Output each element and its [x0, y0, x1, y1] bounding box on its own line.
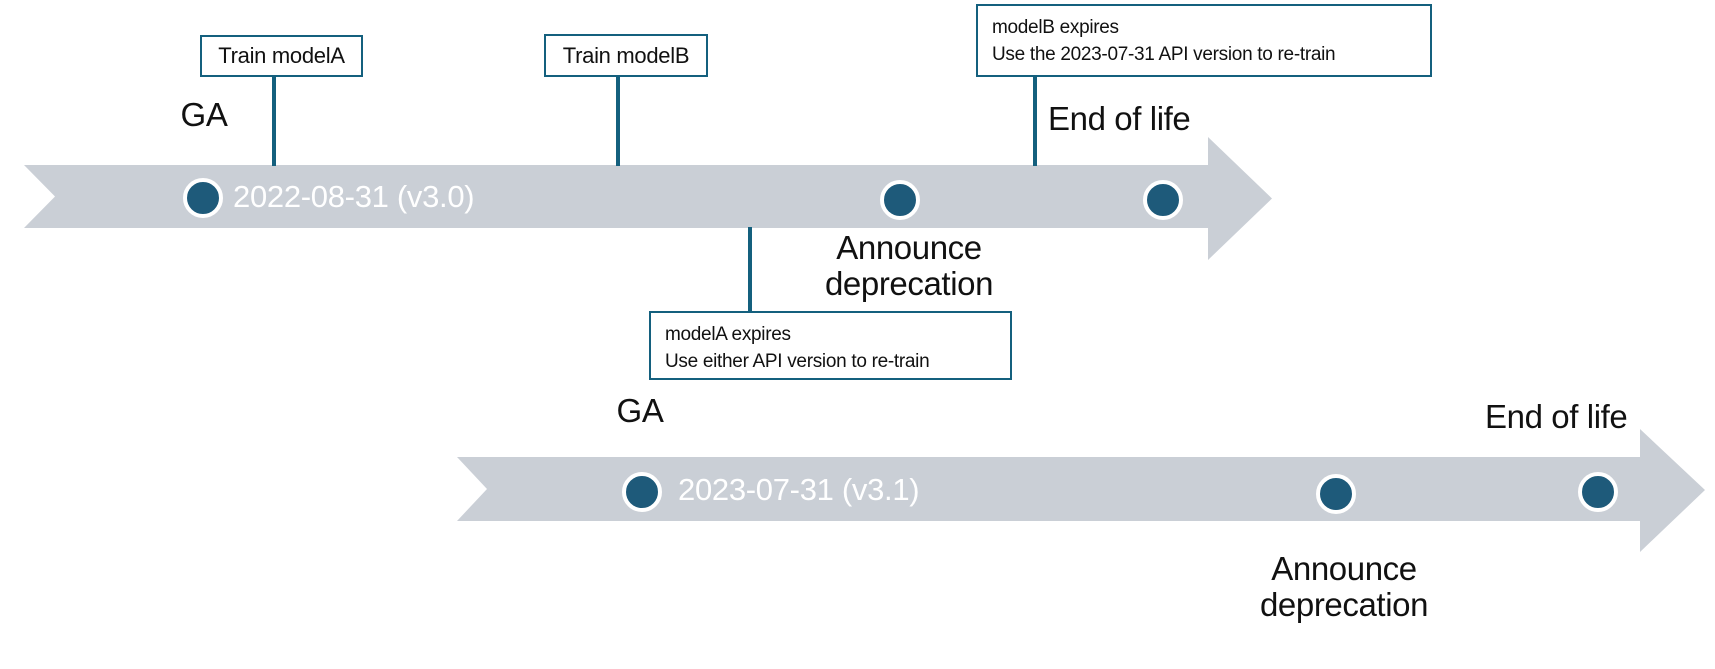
connector-train-model-b — [616, 76, 620, 166]
timeline-bar-v31 — [457, 429, 1705, 552]
event-dot-ga-v30 — [183, 178, 223, 218]
event-label-end-of-life-v31: End of life — [1485, 398, 1628, 435]
callout-model-b-expires-title: modelB expires — [992, 17, 1119, 38]
event-dot-announce-v30 — [880, 180, 920, 220]
callout-model-b-expires-body: Use the 2023-07-31 API version to re-tra… — [992, 44, 1336, 65]
callout-train-model-b: Train modelB — [544, 34, 708, 77]
event-label-announce-deprecation-v31: Announce deprecation — [1259, 550, 1429, 623]
timeline-date-v30: 2022-08-31 (v3.0) — [233, 178, 475, 214]
callout-train-model-a-label: Train modelA — [218, 43, 345, 68]
connector-model-b-expires — [1033, 76, 1037, 166]
timeline-date-v31: 2023-07-31 (v3.1) — [678, 471, 920, 507]
callout-model-a-expires-body: Use either API version to re-train — [665, 351, 930, 372]
callout-train-model-a: Train modelA — [200, 35, 363, 77]
event-label-end-of-life-v30: End of life — [1048, 100, 1191, 137]
event-label-ga-v30: GA — [180, 96, 228, 133]
event-label-ga-v31: GA — [616, 392, 664, 429]
event-dot-announce-v31 — [1316, 474, 1356, 514]
callout-model-b-expires: modelB expires Use the 2023-07-31 API ve… — [976, 4, 1432, 77]
callout-model-a-expires: modelA expires Use either API version to… — [649, 311, 1012, 380]
event-dot-end-of-life-v30 — [1143, 180, 1183, 220]
timeline-arrow-shape-v30 — [24, 137, 1272, 260]
timeline-arrow-shape-v31 — [457, 429, 1705, 552]
callout-train-model-b-label: Train modelB — [562, 42, 690, 68]
connector-model-a-expires — [748, 227, 752, 312]
timeline-bar-v30 — [24, 137, 1272, 260]
event-dot-ga-v31 — [622, 472, 662, 512]
event-dot-end-of-life-v31 — [1578, 472, 1618, 512]
event-label-announce-deprecation-v30: Announce deprecation — [824, 229, 994, 302]
callout-model-a-expires-title: modelA expires — [665, 324, 791, 345]
connector-train-model-a — [272, 77, 276, 166]
